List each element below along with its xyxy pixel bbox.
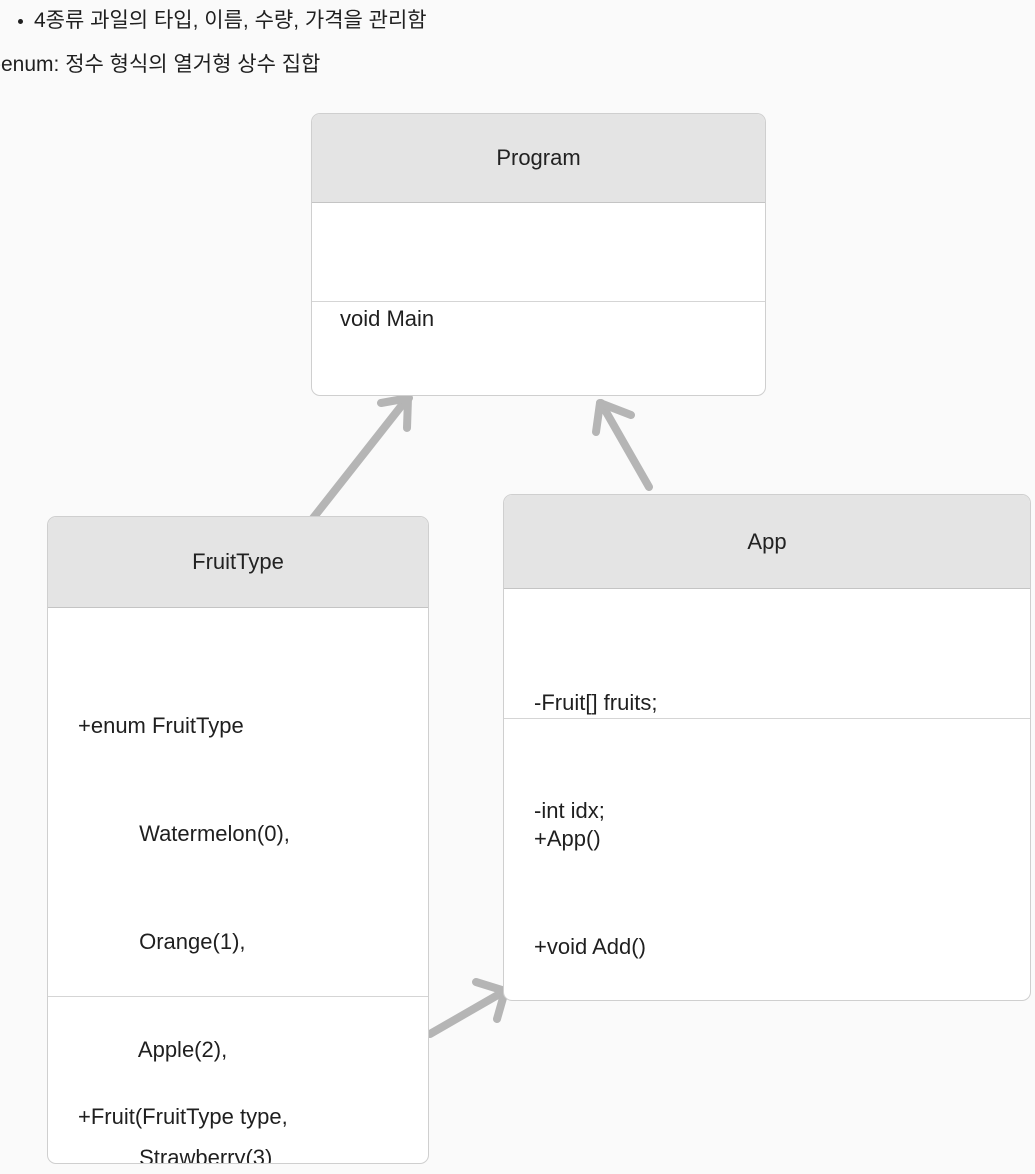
arrow-app-to-program	[592, 399, 653, 491]
arrow-fruittype-to-app	[426, 978, 509, 1038]
class-line: Strawberry(3)	[78, 1145, 273, 1164]
class-line: Watermelon(0),	[78, 821, 290, 846]
note-bullet-item: 4종류 과일의 타입, 이름, 수량, 가격을 관리함	[0, 6, 620, 36]
class-line: +App()	[534, 826, 601, 851]
class-title-fruittype: FruitType	[48, 517, 428, 608]
class-line: +Fruit(FruitType type,	[78, 1104, 288, 1129]
class-section-program-statements: App app = new App();	[312, 301, 765, 395]
uml-class-fruittype[interactable]: FruitType +enum FruitType Watermelon(0),…	[47, 516, 429, 1164]
class-line: +void Add()	[534, 934, 646, 959]
class-line: Orange(1),	[78, 929, 246, 954]
class-line: -Fruit[] fruits;	[534, 690, 658, 715]
bullet-dot-icon	[18, 19, 23, 24]
class-line: Apple(2),	[78, 1037, 228, 1062]
class-title-app: App	[504, 495, 1030, 589]
arrow-fruittype-to-program	[306, 394, 413, 526]
class-section-app-attributes: -Fruit[] fruits; -int idx;	[504, 589, 1030, 823]
class-line: +enum FruitType	[78, 713, 244, 738]
class-section-fruittype-attributes: +enum FruitType Watermelon(0), Orange(1)…	[48, 608, 428, 1163]
class-section-fruittype-methods: +Fruit(FruitType type, string name, int …	[48, 996, 428, 1163]
class-title-program: Program	[312, 114, 765, 203]
class-section-app-methods: +App() +void Add() +void ShowList() +voi…	[504, 718, 1030, 1000]
uml-class-app[interactable]: App -Fruit[] fruits; -int idx; +App() +v…	[503, 494, 1031, 1001]
uml-class-program[interactable]: Program void Main App app = new App();	[311, 113, 766, 396]
class-line: void Main	[340, 306, 435, 331]
note-bullet-text: 4종류 과일의 타입, 이름, 수량, 가격을 관리함	[34, 9, 427, 32]
note-enum-text: -enum: 정수 형식의 열거형 상수 집합	[0, 53, 321, 76]
class-section-program-methods: void Main	[312, 203, 765, 331]
class-line: -int idx;	[534, 798, 605, 823]
